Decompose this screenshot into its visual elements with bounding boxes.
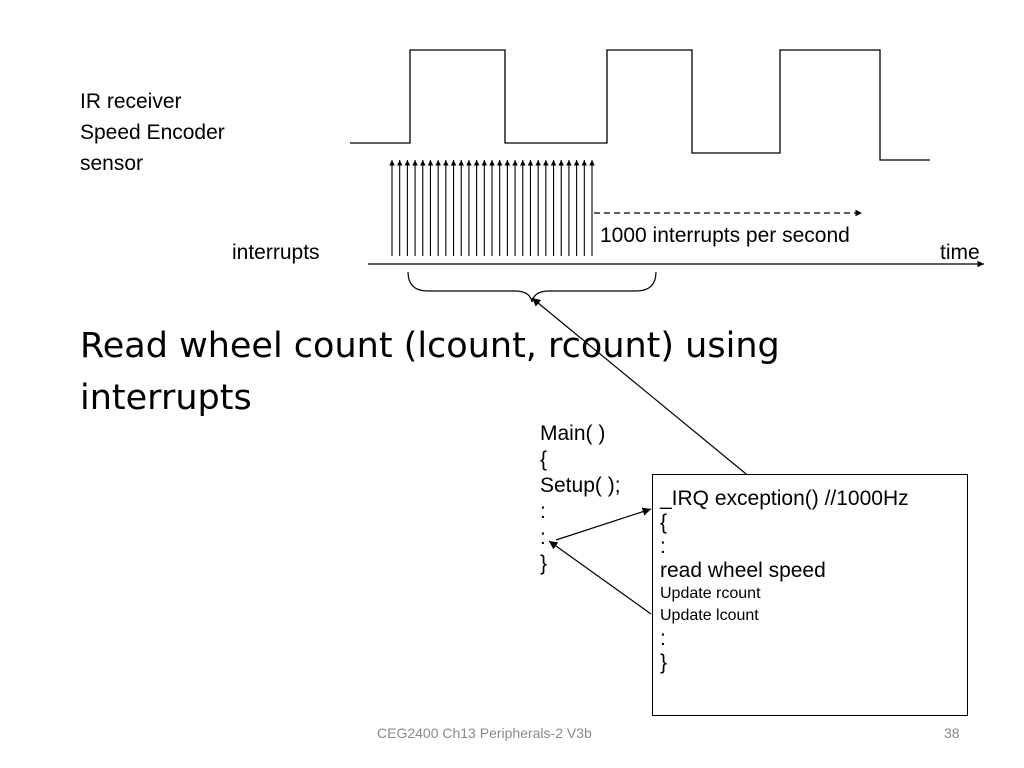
code-line: { [540, 448, 548, 471]
code-line: } [540, 552, 548, 575]
irq-handler-box: _IRQ exception() //1000Hz { : read wheel… [652, 474, 968, 716]
sensor-label-line: IR receiver [80, 90, 182, 113]
interrupt-rate-label: 1000 interrupts per second [600, 224, 850, 247]
irq-to-brace-arrow [531, 297, 752, 479]
irq-open-brace: { [660, 511, 668, 534]
interrupt-pulses [389, 160, 595, 256]
code-line: Main( ) [540, 422, 606, 445]
irq-update-lcount: Update lcount [660, 607, 759, 624]
irq-ellipsis: : [660, 627, 666, 650]
sensor-label: IR receiver Speed Encoder sensor [80, 86, 225, 179]
irq-ellipsis: : [660, 535, 666, 558]
square-wave-signal [350, 49, 930, 161]
main-function-code: Main( ) { Setup( ); : : } [540, 421, 621, 577]
irq-update-rcount: Update rcount [660, 585, 761, 602]
irq-return-arrow [548, 540, 652, 615]
irq-header: _IRQ exception() //1000Hz [660, 487, 909, 510]
time-axis-label: time [940, 241, 980, 264]
slide-title: Read wheel count (lcount, rcount) using … [80, 320, 780, 424]
irq-close-brace: } [660, 651, 668, 674]
sensor-label-line: sensor [80, 152, 144, 175]
slide-title-line: interrupts [80, 378, 252, 418]
interrupts-label: interrupts [232, 241, 320, 264]
sensor-label-line: Speed Encoder [80, 121, 225, 144]
interrupt-group-brace [407, 271, 657, 303]
code-line: : [540, 526, 546, 549]
slide-title-line: Read wheel count (lcount, rcount) using [80, 326, 780, 366]
code-line: : [540, 500, 546, 523]
irq-read-wheel-speed: read wheel speed [660, 559, 826, 582]
main-to-irq-arrow [555, 507, 652, 541]
slide-footer: CEG2400 Ch13 Peripherals-2 V3b [377, 725, 592, 741]
page-number: 38 [944, 725, 960, 741]
code-line: Setup( ); [540, 474, 621, 497]
